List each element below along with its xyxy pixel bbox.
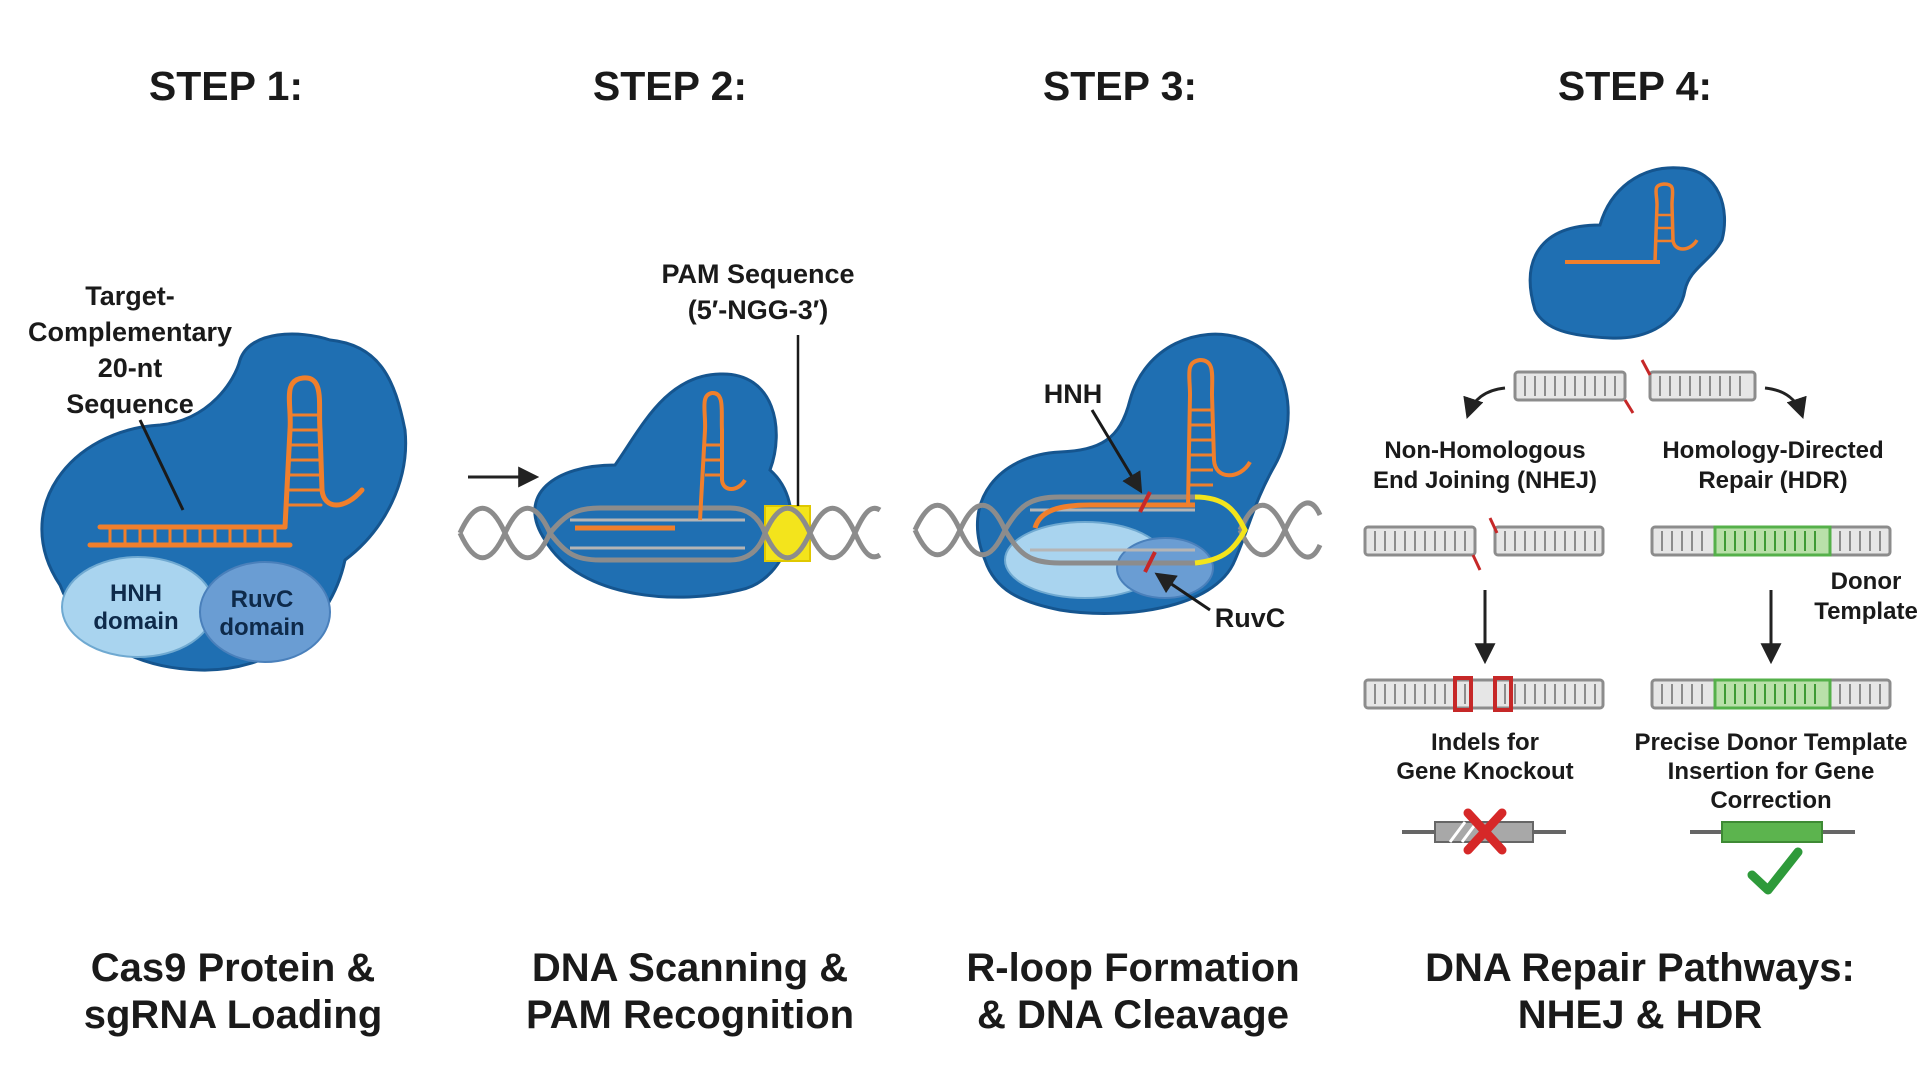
target-sequence-label: Target- Complementary 20-nt Sequence — [27, 281, 233, 419]
sgrna-hairpin-step3 — [1186, 357, 1252, 506]
step4-title: STEP 4: — [1557, 63, 1713, 109]
cut-mark-hnh — [1138, 491, 1152, 513]
cross-icon — [1463, 808, 1507, 855]
step1-title: STEP 1: — [148, 63, 304, 109]
step2-dna-scanning — [457, 335, 882, 599]
hnh-pointer — [1090, 409, 1143, 494]
sgrna-strand — [87, 375, 365, 548]
step1-caption: Cas9 Protein & sgRNA Loading — [83, 946, 383, 1038]
arrow-to-nhej — [1463, 386, 1506, 419]
indel-mark-right — [1493, 676, 1513, 712]
indel-mark-left — [1453, 676, 1473, 712]
step4-repair-pathways — [1363, 166, 1892, 895]
hdr-label: Homology-Directed Repair (HDR) — [1662, 437, 1884, 494]
target-sequence-pointer — [138, 419, 185, 511]
nhej-label: Non-Homologous End Joining (NHEJ) — [1373, 437, 1597, 494]
step2-title: STEP 2: — [592, 63, 748, 109]
hnh-label: HNH — [1043, 379, 1103, 409]
cleaved-dna — [1513, 370, 1757, 402]
sgrna-strand-step3 — [1032, 502, 1195, 529]
nhej-repaired-dna — [1363, 678, 1605, 710]
corrected-gene-icon — [1690, 821, 1855, 843]
indels-label: Indels for Gene Knockout — [1396, 729, 1574, 785]
step3-caption: R-loop Formation & DNA Cleavage — [966, 946, 1300, 1038]
pam-sequence-label: PAM Sequence (5′-NGG-3′) — [661, 259, 855, 325]
ruvc-pointer — [1154, 572, 1211, 612]
precise-insertion-label: Precise Donor Template Insertion for Gen… — [1634, 729, 1908, 814]
arrow-to-hdr — [1764, 386, 1807, 419]
donor-template-label: Donor Template — [1814, 568, 1918, 625]
cas9-protein-body-step4 — [1528, 166, 1727, 340]
ruvc-domain-shape — [199, 561, 331, 663]
step1-cas9-sgrna-complex — [40, 332, 408, 672]
step3-rloop-cleavage — [912, 332, 1323, 615]
rloop-yellow-strand — [1194, 494, 1248, 566]
step3-title: STEP 3: — [1042, 63, 1198, 109]
nhej-broken-dna — [1363, 525, 1605, 557]
sgrna-hairpin-step2 — [698, 391, 747, 521]
ruvc-label: RuvC — [1214, 603, 1286, 633]
step2-caption: DNA Scanning & PAM Recognition — [525, 946, 855, 1038]
ruvc-domain-shape-step3 — [1116, 537, 1214, 599]
ruvc-domain-label: RuvC domain — [219, 586, 305, 641]
hdr-dna-with-donor — [1650, 525, 1892, 557]
step4-caption: DNA Repair Pathways: NHEJ & HDR — [1425, 946, 1855, 1038]
pam-highlight — [764, 505, 811, 562]
checkmark-icon — [1747, 847, 1803, 895]
dna-double-helix-step2 — [457, 505, 882, 563]
hdr-repaired-dna — [1650, 678, 1892, 710]
cut-mark-ruvc — [1143, 551, 1157, 573]
cas9-protein-body-step2 — [533, 372, 793, 599]
hnh-domain-label: HNH domain — [93, 580, 179, 635]
